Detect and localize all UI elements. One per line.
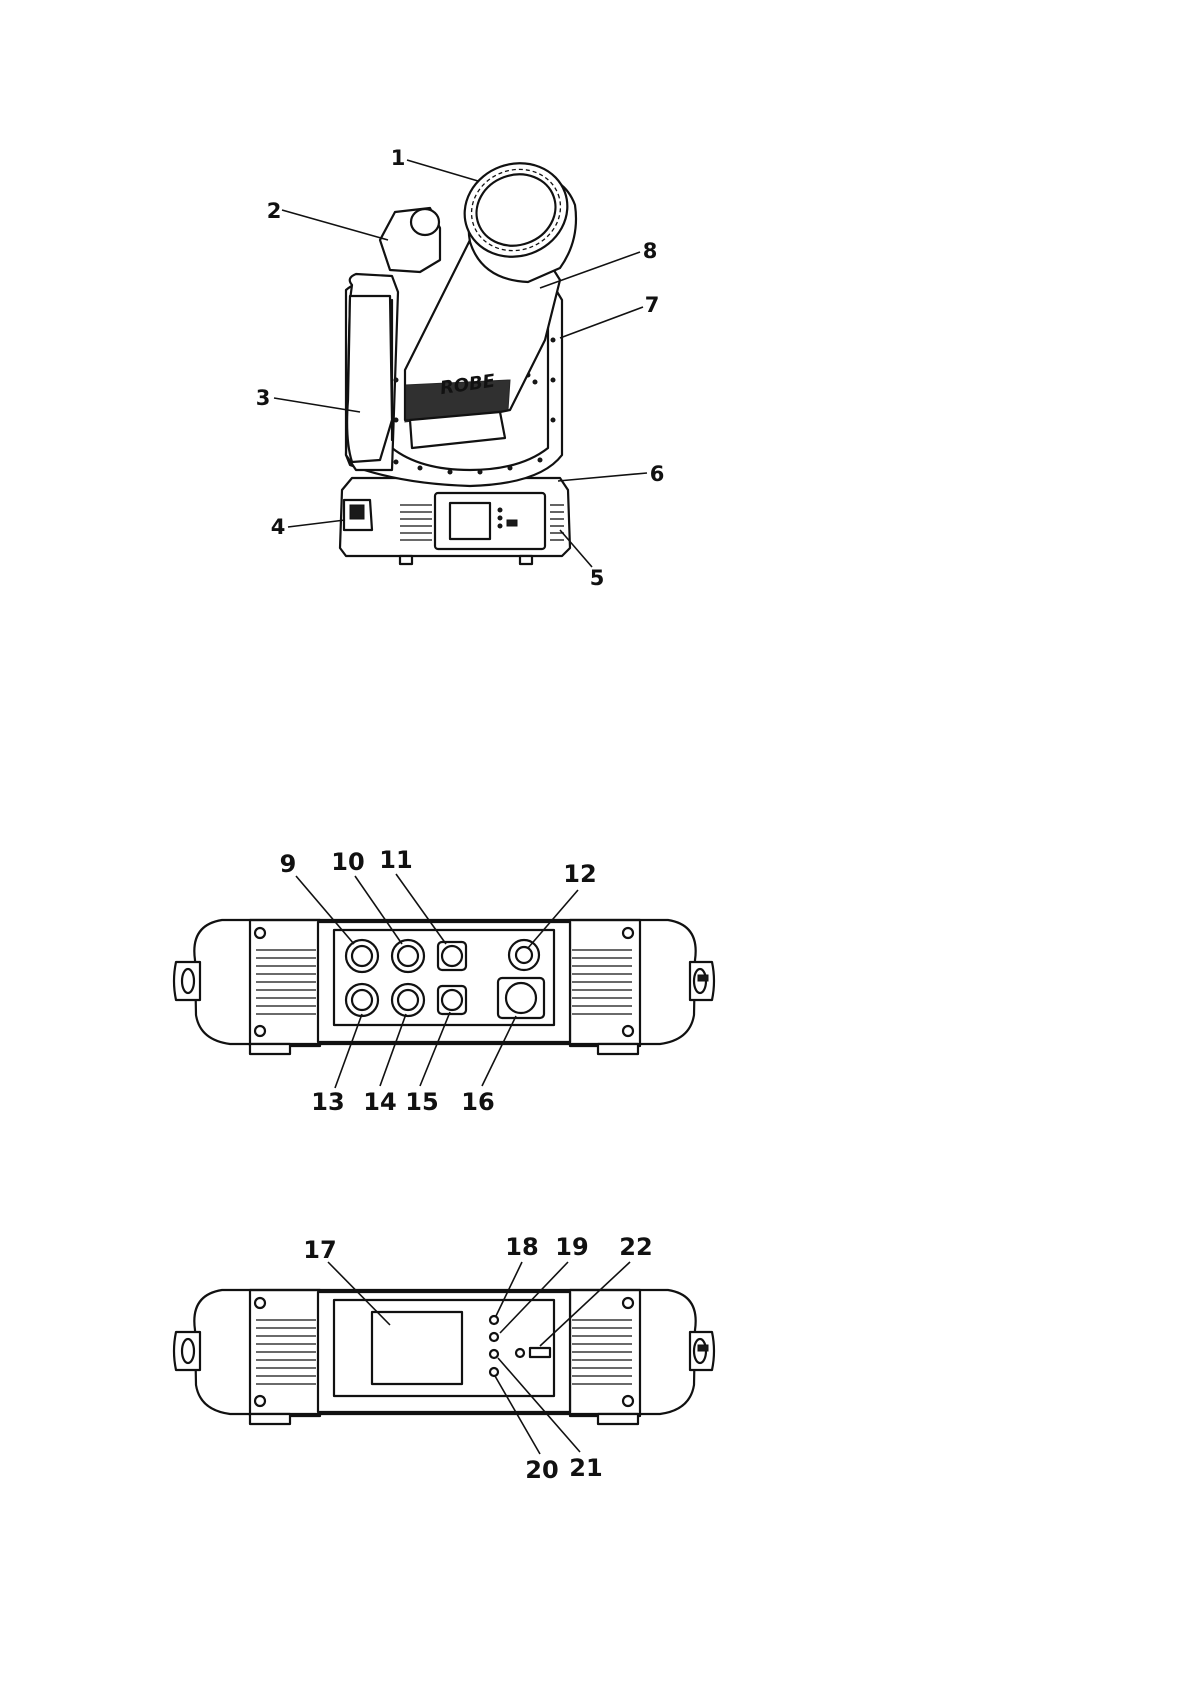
label-15: 15 — [405, 1088, 438, 1116]
label-19: 19 — [555, 1233, 588, 1261]
label-12: 12 — [563, 860, 596, 888]
base-rear-panel: 9 10 11 12 13 14 15 16 — [0, 830, 1191, 1130]
label-20: 20 — [525, 1456, 558, 1484]
label-21: 21 — [569, 1454, 602, 1482]
fixture-front-view: ROBE 1 2 3 4 5 6 7 8 — [0, 0, 1191, 620]
label-3: 3 — [256, 386, 271, 410]
xlr-out-3pin — [346, 940, 378, 972]
base-front-panel: 17 18 19 22 20 21 — [0, 1225, 1191, 1505]
xlr-in-3pin — [346, 984, 378, 1016]
label-2: 2 — [267, 199, 282, 223]
label-4: 4 — [271, 515, 286, 539]
label-1: 1 — [391, 146, 406, 170]
label-8: 8 — [643, 239, 658, 263]
fixture-top-module — [380, 208, 440, 272]
display-screen — [372, 1312, 462, 1384]
fixture-base — [340, 478, 570, 564]
label-9: 9 — [280, 850, 297, 878]
label-6: 6 — [650, 462, 665, 486]
xlr-in-5pin — [392, 984, 424, 1016]
power-switch — [509, 940, 539, 970]
label-11: 11 — [379, 846, 412, 874]
label-22: 22 — [619, 1233, 652, 1261]
label-17: 17 — [303, 1236, 336, 1264]
label-18: 18 — [505, 1233, 538, 1261]
label-14: 14 — [363, 1088, 396, 1116]
fixture-handle — [347, 296, 392, 462]
xlr-out-5pin — [392, 940, 424, 972]
label-7: 7 — [645, 293, 660, 317]
label-10: 10 — [331, 848, 364, 876]
label-16: 16 — [461, 1088, 494, 1116]
label-13: 13 — [311, 1088, 344, 1116]
usb-port — [530, 1348, 550, 1357]
label-5: 5 — [590, 566, 605, 590]
